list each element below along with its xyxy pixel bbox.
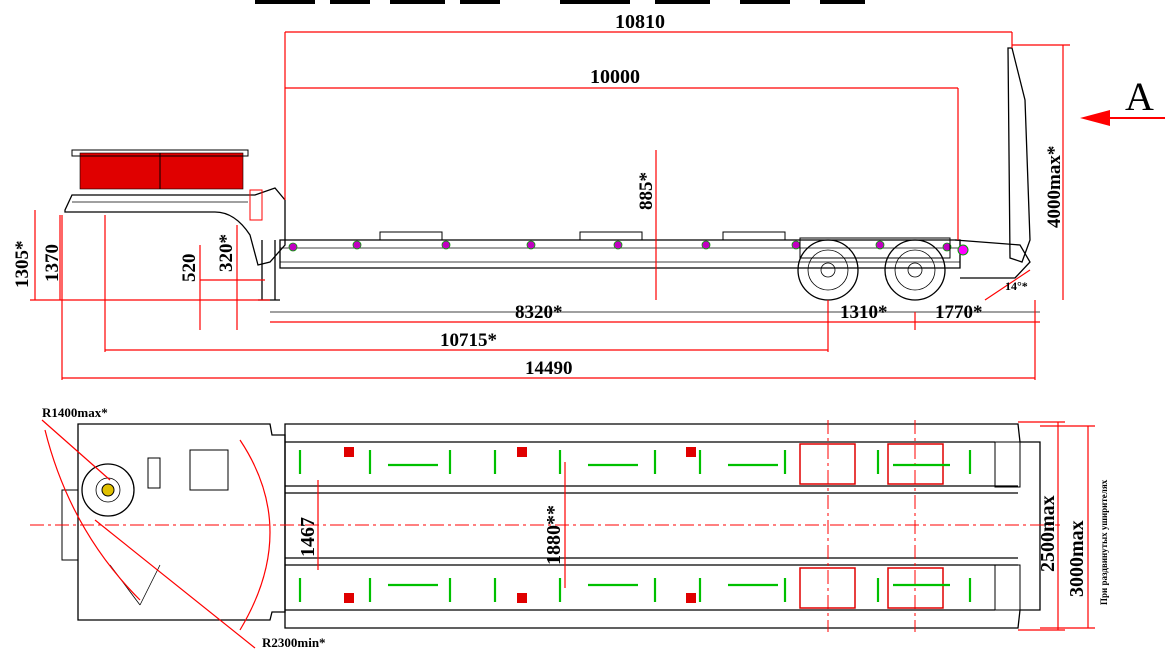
top-dimensions bbox=[41, 419, 1095, 649]
dim-1305: 1305* bbox=[12, 241, 33, 289]
deck-markers bbox=[288, 240, 952, 252]
side-dimensions bbox=[30, 31, 1165, 380]
dim-1310: 1310* bbox=[840, 302, 888, 323]
rear-wheels bbox=[797, 237, 951, 301]
dim-r1400max: R1400max* bbox=[42, 405, 108, 420]
dim-14490: 14490 bbox=[525, 358, 573, 379]
view-marker-a: A bbox=[1125, 74, 1154, 119]
green-stake-pockets bbox=[298, 450, 972, 602]
dim-4000max: 4000max* bbox=[1044, 146, 1065, 228]
dim-1880: 1880** bbox=[543, 505, 565, 565]
dim-1770: 1770* bbox=[935, 302, 983, 323]
side-note-extenders: При раздвинутых уширителях bbox=[1099, 479, 1109, 605]
wheel-fenders bbox=[799, 443, 944, 609]
dim-10715: 10715* bbox=[440, 330, 497, 351]
gooseneck-guard bbox=[79, 152, 244, 190]
dim-885: 885* bbox=[636, 172, 657, 210]
dim-3000max: 3000max bbox=[1066, 520, 1088, 597]
title-fragment bbox=[255, 0, 865, 4]
dim-320: 320* bbox=[216, 234, 237, 272]
dim-8320: 8320* bbox=[515, 302, 563, 323]
red-pads bbox=[344, 447, 696, 603]
dim-10810: 10810 bbox=[615, 11, 665, 33]
dim-10000: 10000 bbox=[590, 66, 640, 88]
dim-1370: 1370 bbox=[42, 244, 63, 282]
top-view: R1400max* R2300min* 1467 1880** 2500max … bbox=[30, 405, 1109, 650]
side-view: 10810 10000 885* 4000max* 1305* 1370 520… bbox=[12, 11, 1165, 380]
dim-r2300min: R2300min* bbox=[262, 635, 326, 650]
dim-14deg: 14°* bbox=[1005, 279, 1028, 293]
dim-2500max: 2500max bbox=[1037, 495, 1059, 572]
dim-520: 520 bbox=[179, 254, 200, 283]
dim-1467: 1467 bbox=[297, 517, 319, 557]
